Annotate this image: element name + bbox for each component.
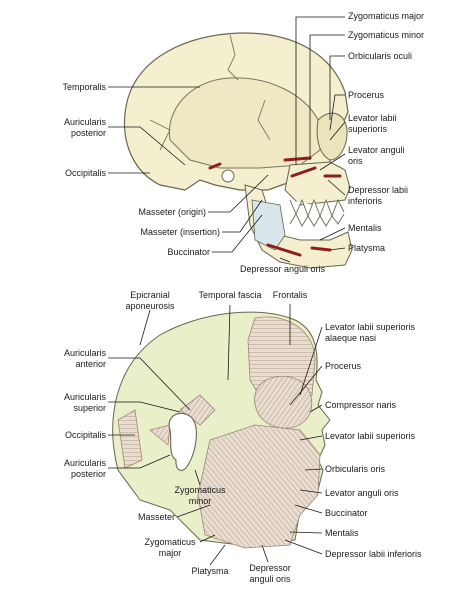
ear-canal (221, 169, 235, 183)
label-levator-labii-superioris-head: Levator labii superioris (325, 431, 416, 441)
label-procerus: Procerus (348, 90, 385, 100)
label-occipitalis: Occipitalis (64, 168, 106, 178)
label-masseter: Masseter (137, 512, 175, 522)
skull-drawing (124, 32, 353, 269)
label-platysma: Platysma (348, 243, 386, 253)
label-zygomaticus-major: Zygomaticus major (348, 11, 425, 21)
label-auricularis-posterior: Auricularis posterior (63, 117, 106, 138)
ear (168, 412, 197, 471)
upper-teeth (289, 198, 345, 218)
label-orbicularis-oris: Orbicularis oris (325, 464, 386, 474)
label-auricularis-anterior: Auricularis anterior (63, 348, 106, 369)
lower-teeth (289, 213, 345, 227)
label-epicranial-aponeurosis: Epicranial aponeurosis (125, 290, 175, 311)
orbicularis-oculi-muscle (254, 376, 313, 429)
label-zygomaticus-minor: Zygomaticus minor (348, 30, 425, 40)
label-frontalis: Frontalis (272, 290, 308, 300)
label-levator-labii-superioris-alaeque-nasi: Levator labii superioris alaeque nasi (325, 322, 416, 343)
label-orbicularis-oculi: Orbicularis oculi (348, 51, 413, 61)
head-drawing (112, 311, 331, 549)
label-masseter-insertion: Masseter (insertion) (140, 227, 220, 237)
label-compressor-naris: Compressor naris (325, 400, 397, 410)
face-muscles (197, 424, 321, 549)
label-temporalis: Temporalis (62, 82, 106, 92)
label-levator-anguli-oris: Levator anguli oris (348, 145, 405, 166)
label-platysma-head: Platysma (191, 566, 229, 576)
label-levator-anguli-oris-head: Levator anguli oris (325, 488, 399, 498)
label-zygomaticus-minor-head: Zygomaticus minor (174, 485, 226, 506)
orbit (316, 112, 348, 161)
label-mentalis-head: Mentalis (325, 528, 359, 538)
label-depressor-anguli-oris-head: Depressor anguli oris (249, 563, 291, 584)
label-auricularis-superior: Auricularis superior (63, 392, 106, 413)
label-depressor-anguli-oris: Depressor anguli oris (240, 264, 326, 274)
maxilla (284, 161, 351, 206)
label-buccinator-head: Buccinator (325, 508, 368, 518)
label-mentalis: Mentalis (348, 223, 382, 233)
label-levator-labii-superioris: Levator labii superioris (348, 113, 397, 134)
label-temporal-fascia: Temporal fascia (198, 290, 262, 300)
label-depressor-labii-inferioris: Depressor labii inferioris (348, 185, 409, 206)
label-procerus-head: Procerus (325, 361, 362, 371)
buccinator-area (251, 199, 286, 251)
muscle-attachments-red (208, 156, 342, 257)
leader-lines (108, 16, 346, 566)
label-depressor-labii-inferioris-head: Depressor labii inferioris (325, 549, 422, 559)
label-auricularis-posterior-head: Auricularis posterior (63, 458, 106, 479)
occipitalis-muscle (117, 409, 143, 469)
label-masseter-origin: Masseter (origin) (138, 207, 206, 217)
skull-sutures (149, 34, 271, 151)
label-occipitalis-head: Occipitalis (64, 430, 106, 440)
label-buccinator: Buccinator (167, 247, 210, 257)
label-zygomaticus-major-head: Zygomaticus major (144, 537, 196, 558)
